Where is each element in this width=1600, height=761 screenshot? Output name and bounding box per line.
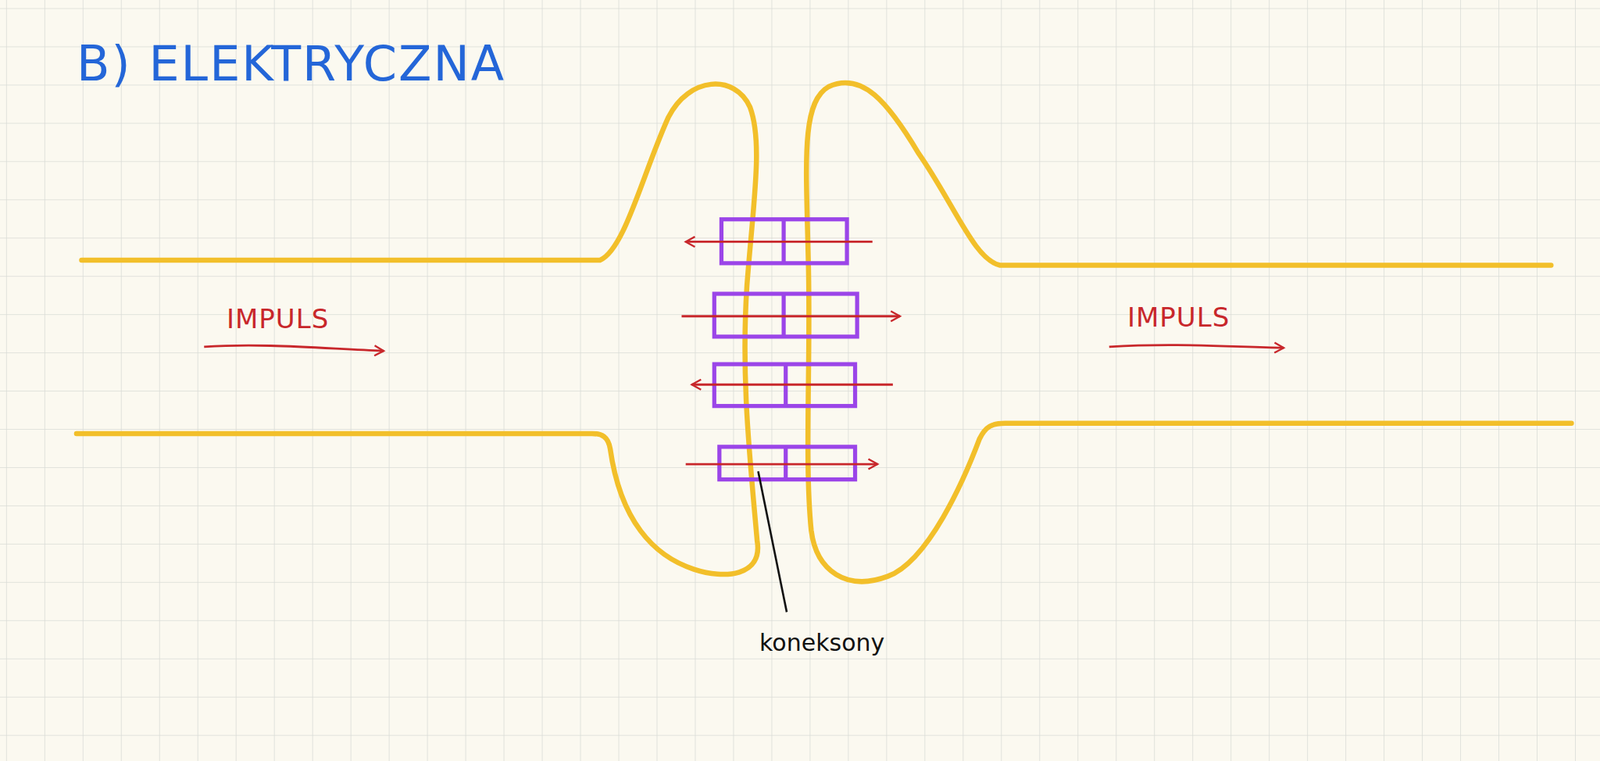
ion-flow-arrows xyxy=(681,241,900,465)
postsynaptic-membrane xyxy=(806,82,1572,582)
leader-line xyxy=(757,471,787,612)
impulse-label: IMPULS xyxy=(1127,303,1230,333)
presynaptic-membrane xyxy=(76,84,758,575)
part-label: koneksony xyxy=(759,629,885,656)
connexon-group xyxy=(714,219,858,480)
diagram-title: B) ELEKTRYCZNA xyxy=(76,37,506,91)
impulse-arrows xyxy=(203,345,1284,351)
impulse-label: IMPULS xyxy=(226,304,329,334)
